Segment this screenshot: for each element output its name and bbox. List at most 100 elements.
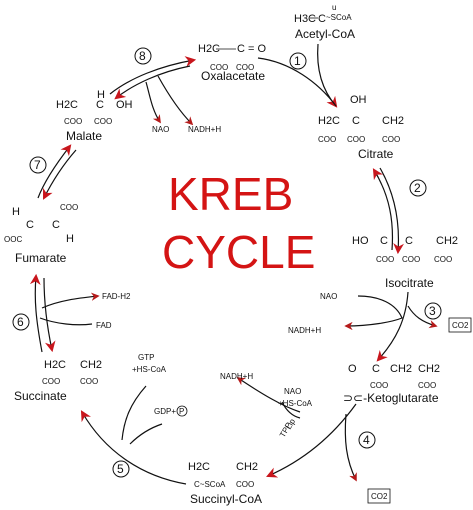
arrow-step-6b (43, 277, 56, 353)
scoa-coo: COO (236, 480, 254, 489)
cof-nao-step4: NAO (284, 387, 301, 396)
arrow-gtp-step5 (121, 385, 147, 441)
iso-coo-2: COO (402, 255, 420, 264)
kg-ch2-1: CH2 (390, 363, 412, 375)
malate-coo-2: COO (94, 117, 112, 126)
arrow-fad-step6 (39, 317, 93, 326)
iso-ch2: CH2 (436, 235, 458, 247)
citrate-h2c: H2C (318, 115, 340, 127)
arrow-fadh2-step6 (41, 292, 100, 309)
malate-h2c: H2C (56, 99, 78, 111)
step-5-label: 5 (117, 462, 124, 476)
kg-o: O (348, 363, 357, 375)
fum-c-2: C (52, 219, 60, 231)
fum-h-2: H (66, 233, 74, 245)
oxa-coo-2: COO (236, 63, 254, 72)
compound-oxalacetate: Oxalacetate (201, 69, 265, 83)
citrate-c: C (352, 115, 360, 127)
arrow-nao-step8 (145, 81, 161, 124)
structure-fragments: H3C C ~SCoA u H2C C = O COO COO OH H2C C… (4, 3, 458, 489)
arrow-step-8b (114, 65, 191, 100)
citrate-coo-2: COO (347, 135, 365, 144)
step-1-label: 1 (294, 54, 301, 68)
arrow-step-2a (379, 167, 405, 255)
succ-coo-1: COO (42, 377, 60, 386)
kg-c: C (372, 363, 380, 375)
cof-fad: FAD (96, 321, 112, 330)
arrow-co2-step4 (344, 413, 357, 482)
kg-coo-2: COO (418, 381, 436, 390)
arrow-nao-step4-feed (281, 401, 301, 419)
compound-succinate: Succinate (14, 389, 67, 403)
acetyl-h3c: H3C (294, 13, 316, 25)
acetyl-o: u (332, 3, 336, 12)
kg-ch2-2: CH2 (418, 363, 440, 375)
fum-h-1: H (12, 206, 20, 218)
step-4-label: 4 (363, 433, 370, 447)
oxa-c-eq-o: C = O (237, 43, 266, 55)
compound-citrate: Citrate (358, 147, 394, 161)
compound-acetyl-coa: Acetyl-CoA (295, 27, 355, 41)
fum-ooc: OOC (4, 235, 22, 244)
step-8-label: 8 (139, 49, 146, 63)
step-2-label: 2 (414, 181, 421, 195)
compound-labels: Acetyl-CoA Citrate Isocitrate ⊃⊂-Ketoglu… (14, 27, 439, 506)
step-6-label: 6 (17, 315, 24, 329)
cof-nadh-step3: NADH+H (288, 326, 321, 335)
cof-gdp: GDP+ (154, 407, 176, 416)
succ-h2c: H2C (44, 359, 66, 371)
arrow-nadh-step4 (236, 377, 301, 413)
citrate-coo-3: COO (382, 135, 400, 144)
citrate-oh: OH (350, 94, 367, 106)
compound-ketoglutarate: ⊃⊂-Ketoglutarate (343, 391, 439, 405)
cof-gtp: GTP (138, 353, 154, 362)
scoa-h2c: H2C (188, 461, 210, 473)
cof-hscoa-step5: +HS-CoA (132, 365, 167, 374)
cof-p: P (179, 407, 184, 416)
arrow-co2-step3 (407, 305, 438, 329)
malate-coo-1: COO (64, 117, 82, 126)
arrow-step-3 (376, 291, 409, 362)
arrow-step-7a (37, 144, 72, 199)
arrow-step-4 (266, 403, 357, 478)
oxa-coo-1: COO (210, 63, 228, 72)
step-3-label: 3 (429, 304, 436, 318)
arrow-step-5 (80, 410, 187, 485)
compound-succinyl-coa: Succinyl-CoA (190, 492, 262, 506)
cof-hscoa-step4: +HS-CoA (278, 399, 313, 408)
fum-coo: COO (60, 203, 78, 212)
oxa-h2c: H2C (198, 43, 220, 55)
cof-nao-step8: NAO (152, 125, 169, 134)
cycle-arrows (29, 43, 438, 485)
malate-h: H (97, 89, 105, 101)
kg-coo-1: COO (370, 381, 388, 390)
step-7-label: 7 (34, 158, 41, 172)
compound-isocitrate: Isocitrate (385, 276, 434, 290)
arrow-nadh-step8 (157, 75, 194, 126)
step-numbers: 1 2 3 4 5 6 7 8 (12, 47, 442, 478)
acetyl-c: C (318, 13, 326, 25)
cof-co2-step4: CO2 (371, 492, 388, 501)
cof-co2-step3: CO2 (452, 321, 469, 330)
iso-c-2: C (405, 235, 413, 247)
cof-nadh-step4: NADH+H (220, 372, 253, 381)
scoa-c-scoa: C~SCoA (194, 480, 226, 489)
arrow-step-2b (372, 168, 394, 251)
iso-coo-1: COO (376, 255, 394, 264)
fum-c-1: C (26, 219, 34, 231)
citrate-coo-1: COO (318, 135, 336, 144)
succ-ch2: CH2 (80, 359, 102, 371)
arrow-nadh-step3 (344, 295, 403, 331)
title-line-2: CYCLE (162, 226, 315, 278)
title-line-1: KREB (168, 168, 293, 220)
cofactor-labels: NAO NADH+H NAO NADH+H CO2 NADH+H NAO +HS… (96, 125, 472, 504)
malate-oh: OH (116, 99, 133, 111)
iso-c-1: C (380, 235, 388, 247)
iso-ho: HO (352, 235, 369, 247)
acetyl-scoa: ~SCoA (326, 13, 352, 22)
iso-coo-3: COO (434, 255, 452, 264)
compound-malate: Malate (66, 129, 102, 143)
cof-nao-step3: NAO (320, 292, 337, 301)
